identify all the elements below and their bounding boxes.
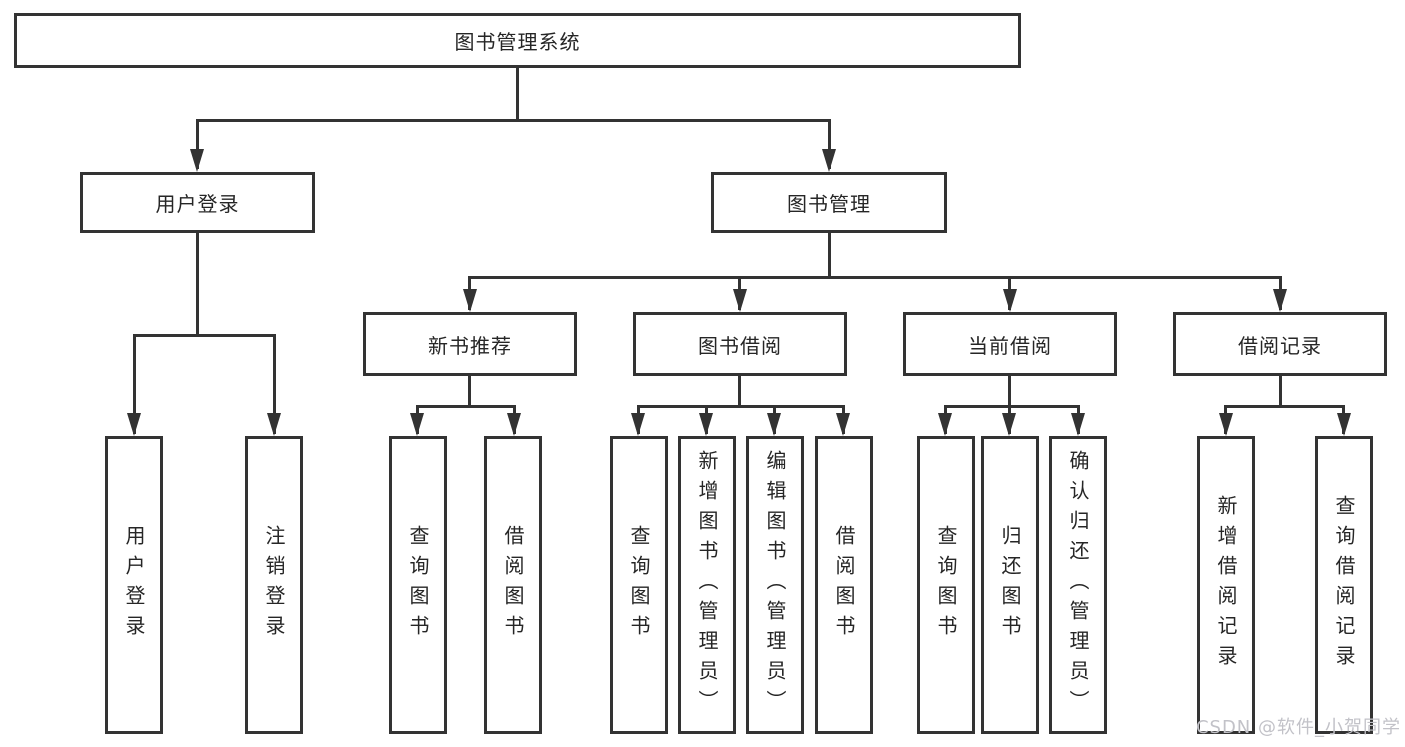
connector-current-stem <box>1008 376 1011 408</box>
connector-recommend-bar <box>416 405 516 408</box>
arrowhead-new-book-recommend <box>463 289 477 312</box>
connector-user-login-bar <box>133 334 276 337</box>
leaf-record-add: 新增借阅记录 <box>1197 436 1255 734</box>
leaf-current-query-book: 查询图书 <box>917 436 975 734</box>
arrowhead-borrow-query <box>631 413 645 436</box>
leaf-current-confirm-return: 确认归还（管理员） <box>1049 436 1107 734</box>
connector-root-bar <box>196 119 831 122</box>
arrowhead-current-confirm <box>1071 413 1085 436</box>
node-root-system: 图书管理系统 <box>14 13 1021 68</box>
arrowhead-book-management <box>822 149 836 172</box>
leaf-borrow-edit-book: 编辑图书（管理员） <box>746 436 804 734</box>
leaf-borrow-add-book: 新增图书（管理员） <box>678 436 736 734</box>
arrowhead-record-query <box>1337 413 1351 436</box>
arrowhead-book-borrow <box>733 289 747 312</box>
leaf-borrow-query-book: 查询图书 <box>610 436 668 734</box>
arrowhead-recommend-query <box>410 413 424 436</box>
connector-root-stem <box>516 68 519 120</box>
arrowhead-recommend-borrow <box>507 413 521 436</box>
arrowhead-current-return <box>1002 413 1016 436</box>
arrowhead-borrow-add <box>699 413 713 436</box>
arrowhead-leaf-logout <box>267 413 281 436</box>
leaf-borrow-borrow-book: 借阅图书 <box>815 436 873 734</box>
connector-recommend-stem <box>468 376 471 408</box>
connector-borrow-stem <box>738 376 741 408</box>
csdn-watermark: CSDN @软件_小贺同学 <box>1195 717 1401 738</box>
connector-book-management-stem <box>828 233 831 279</box>
connector-book-management-bar <box>468 276 1282 279</box>
arrowhead-current-query <box>938 413 952 436</box>
arrowhead-borrow-borrow <box>836 413 850 436</box>
leaf-user-login: 用户登录 <box>105 436 163 734</box>
connector-drop-book-management <box>828 119 831 169</box>
connector-record-stem <box>1279 376 1282 408</box>
arrowhead-user-login <box>190 149 204 172</box>
node-new-book-recommend: 新书推荐 <box>363 312 577 376</box>
node-book-borrow: 图书借阅 <box>633 312 847 376</box>
arrowhead-leaf-login <box>127 413 141 436</box>
node-borrow-record: 借阅记录 <box>1173 312 1387 376</box>
arrowhead-current-borrow <box>1003 289 1017 312</box>
connector-current-bar <box>944 405 1080 408</box>
leaf-recommend-borrow-book: 借阅图书 <box>484 436 542 734</box>
arrowhead-borrow-record <box>1273 289 1287 312</box>
leaf-record-query: 查询借阅记录 <box>1315 436 1373 734</box>
connector-drop-leaf-logout <box>273 334 276 434</box>
connector-borrow-bar <box>637 405 845 408</box>
connector-drop-user-login <box>196 119 199 169</box>
arrowhead-borrow-edit <box>767 413 781 436</box>
connector-record-bar <box>1224 405 1344 408</box>
leaf-recommend-query-book: 查询图书 <box>389 436 447 734</box>
node-current-borrow: 当前借阅 <box>903 312 1117 376</box>
connector-drop-leaf-login <box>133 334 136 434</box>
node-book-management: 图书管理 <box>711 172 947 233</box>
node-user-login: 用户登录 <box>80 172 315 233</box>
arrowhead-record-add <box>1219 413 1233 436</box>
leaf-logout: 注销登录 <box>245 436 303 734</box>
leaf-current-return-book: 归还图书 <box>981 436 1039 734</box>
connector-user-login-stem <box>196 233 199 337</box>
